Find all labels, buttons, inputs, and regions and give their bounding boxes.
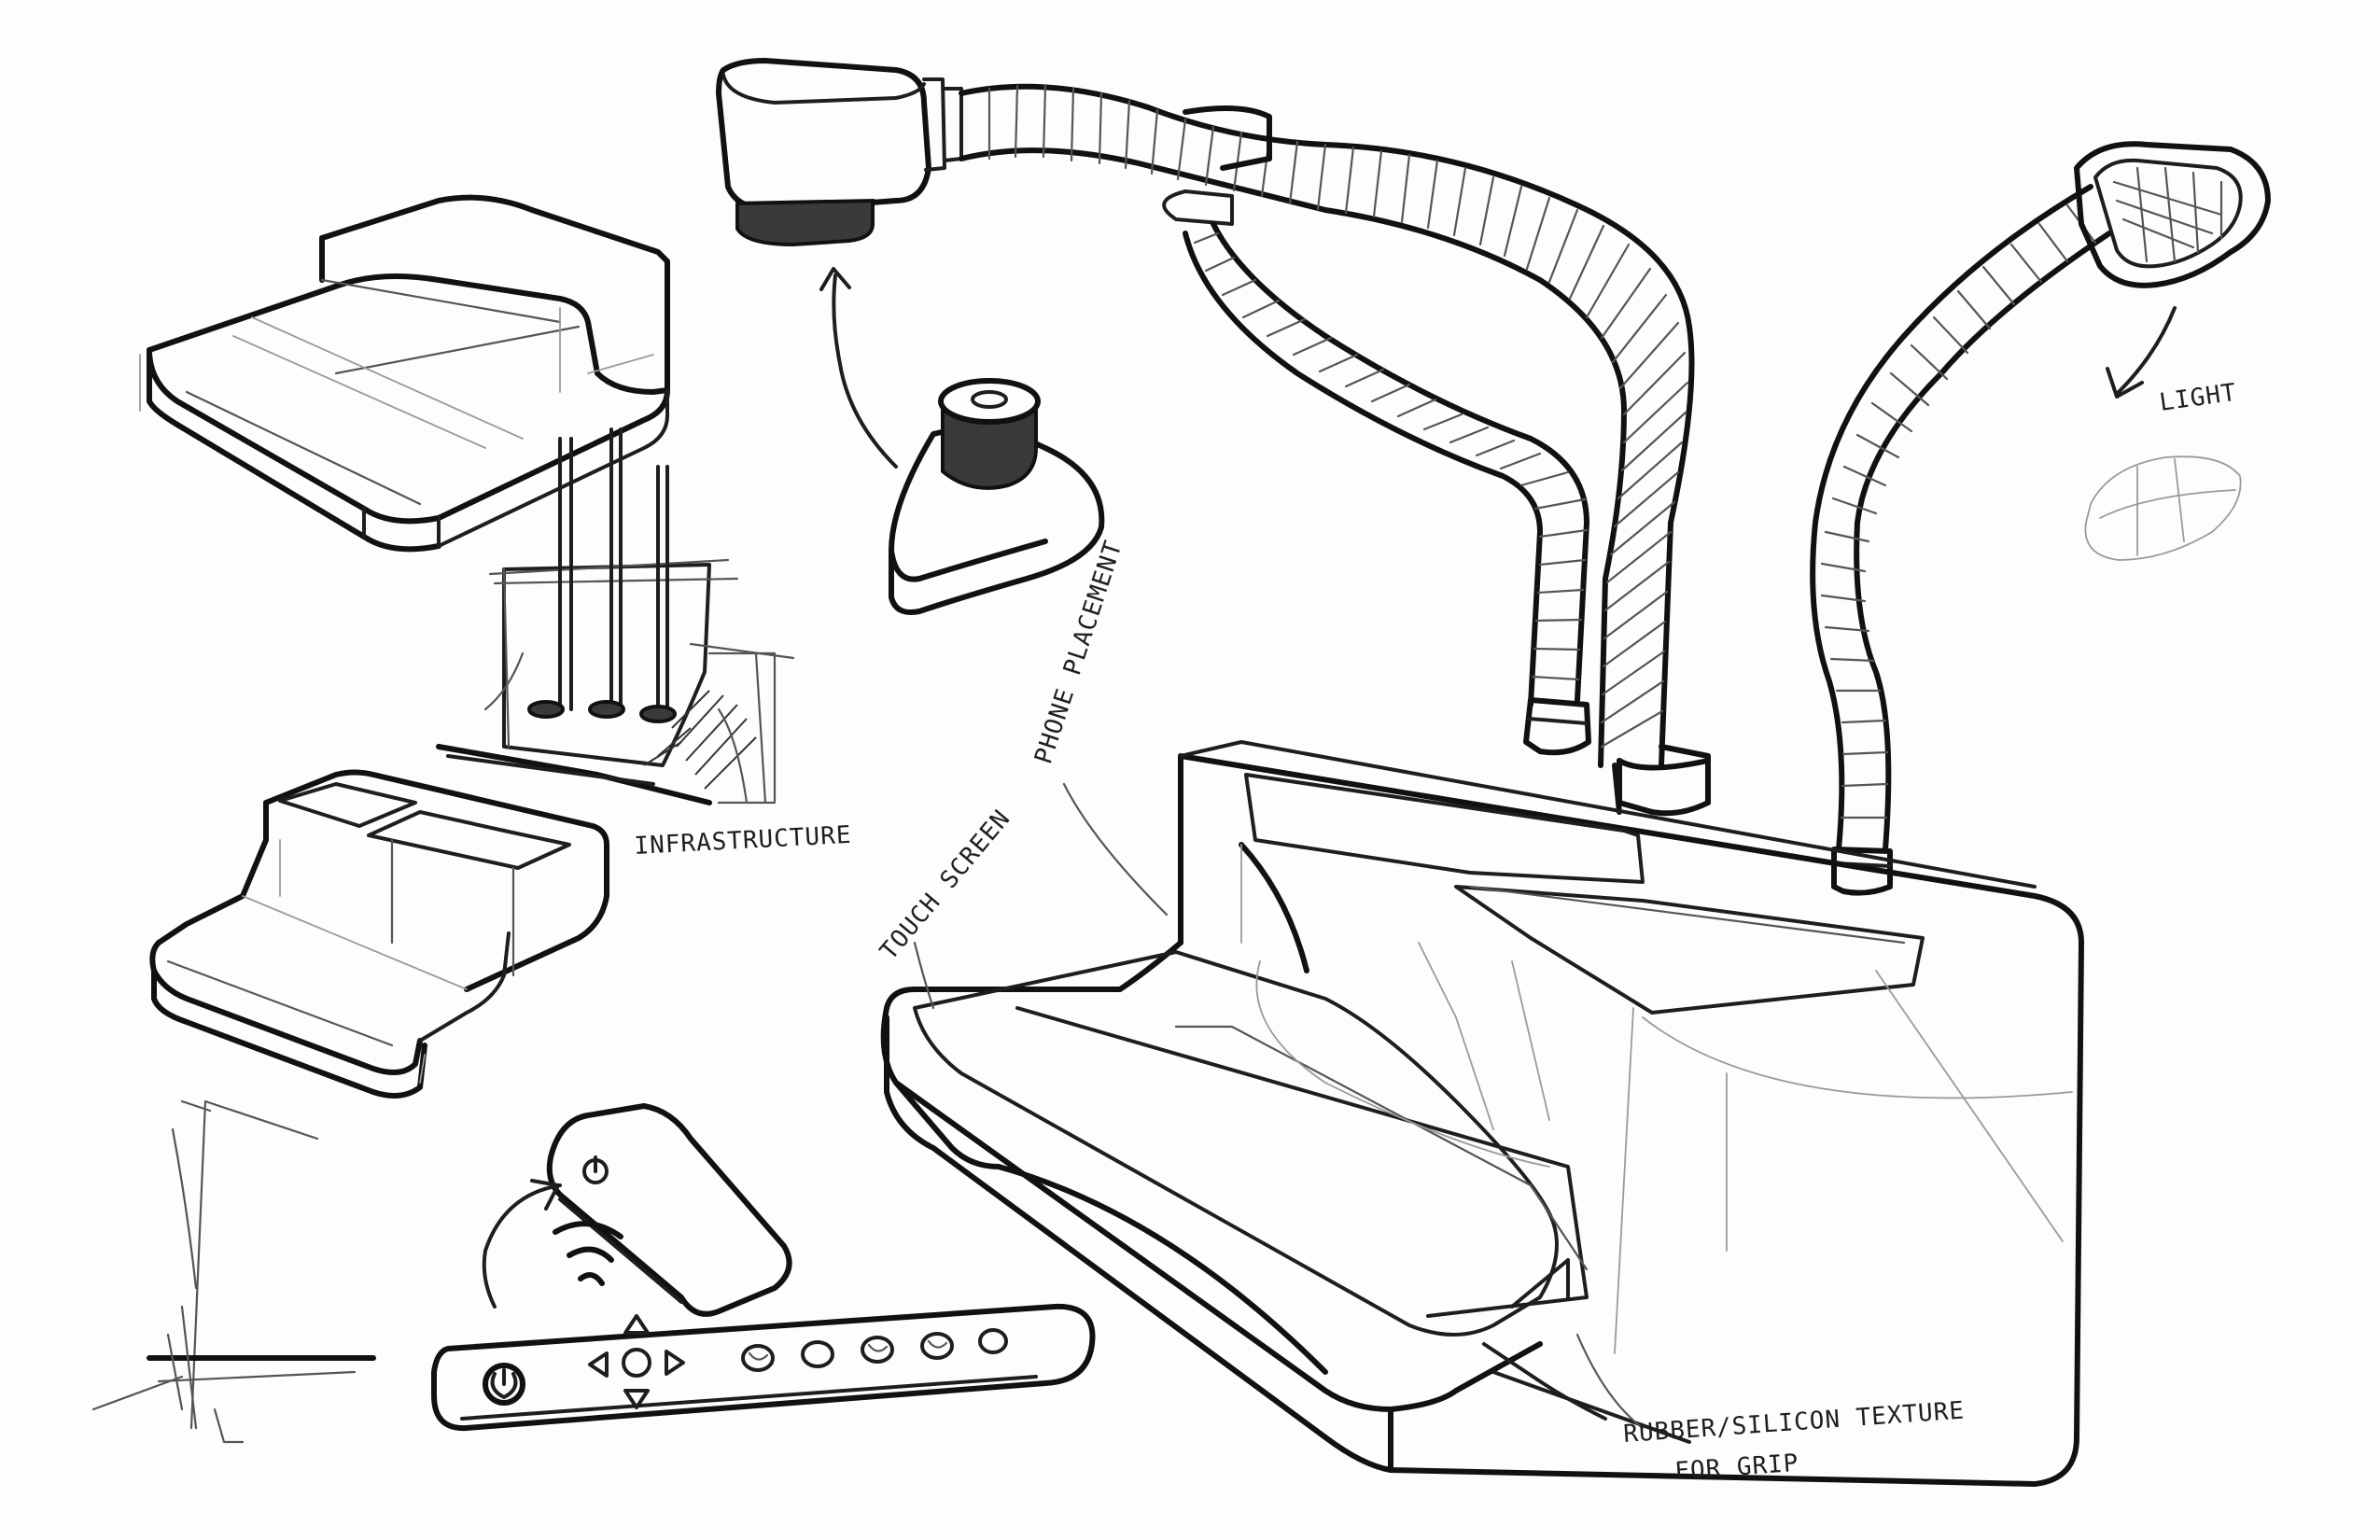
touch-screen-leader xyxy=(913,941,935,1010)
camera-head-sketch xyxy=(716,58,963,247)
touch-screen-label: TOUCH SCREEN xyxy=(875,805,1015,965)
knob-base-sketch xyxy=(889,378,1105,615)
phone-sketch xyxy=(482,1103,792,1317)
arrow-head xyxy=(819,267,851,291)
flex-arms xyxy=(959,83,2112,896)
tray-concept-2 xyxy=(149,769,609,1099)
light-head-sketch: LIGHT xyxy=(2074,141,2271,561)
light-label: LIGHT xyxy=(2158,379,2239,417)
remote-button-2 xyxy=(801,1340,834,1368)
texture-leader xyxy=(1575,1333,1645,1430)
remote-button-3 xyxy=(861,1336,894,1364)
hatching-shadow xyxy=(436,690,757,805)
construction-sketch xyxy=(91,1099,376,1444)
infrastructure-sketch: INFRASTRUCTURE xyxy=(436,427,852,861)
main-base-unit xyxy=(880,740,2084,1487)
infrastructure-label: INFRASTRUCTURE xyxy=(634,821,852,861)
remote-power-button xyxy=(483,1363,525,1406)
arrow-curve xyxy=(832,273,898,469)
directional-pad-icon xyxy=(588,1314,685,1409)
remote-button-4 xyxy=(920,1332,954,1360)
tray-concept-1 xyxy=(139,194,670,553)
remote-button-1 xyxy=(741,1344,775,1372)
wireless-signal-icon xyxy=(553,1221,623,1286)
remote-control-sketch xyxy=(431,1303,1096,1432)
phone-placement-leader xyxy=(1062,782,1169,917)
texture-label-line1: RUBBER/SILICON TEXTURE xyxy=(1622,1396,1966,1448)
remote-button-5 xyxy=(978,1328,1008,1354)
